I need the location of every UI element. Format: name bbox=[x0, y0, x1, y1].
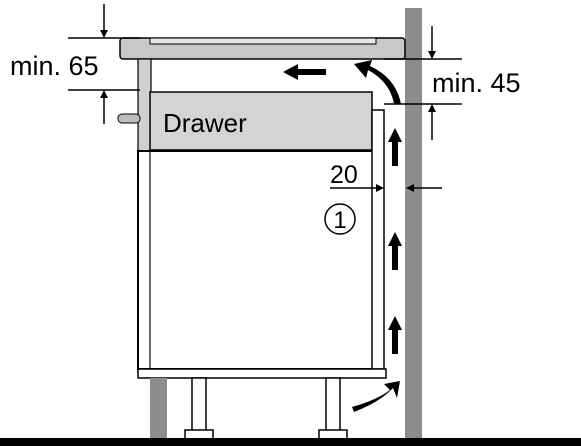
callout-circle bbox=[324, 203, 356, 235]
airflow-arrows bbox=[283, 60, 402, 412]
dimension-min-65 bbox=[68, 4, 140, 124]
min-65-label: min. 65 bbox=[10, 51, 99, 81]
arrow-left-icon bbox=[283, 64, 326, 80]
curved-arrow-icon bbox=[352, 381, 400, 412]
min-45-label: min. 45 bbox=[432, 68, 521, 98]
curved-arrow-icon bbox=[354, 60, 401, 104]
gap-label: 20 bbox=[330, 161, 358, 189]
floor bbox=[0, 438, 581, 446]
callout-label: 1 bbox=[333, 207, 346, 234]
arrow-up-icon bbox=[388, 316, 402, 354]
plinth bbox=[150, 378, 167, 446]
cabinet-legs bbox=[184, 377, 348, 441]
drawer-label: Drawer bbox=[163, 108, 247, 138]
cooktop bbox=[119, 37, 406, 152]
arrow-up-icon bbox=[388, 232, 402, 270]
arrow-up-icon bbox=[388, 128, 402, 166]
wall bbox=[405, 8, 422, 446]
cabinet bbox=[137, 109, 387, 379]
